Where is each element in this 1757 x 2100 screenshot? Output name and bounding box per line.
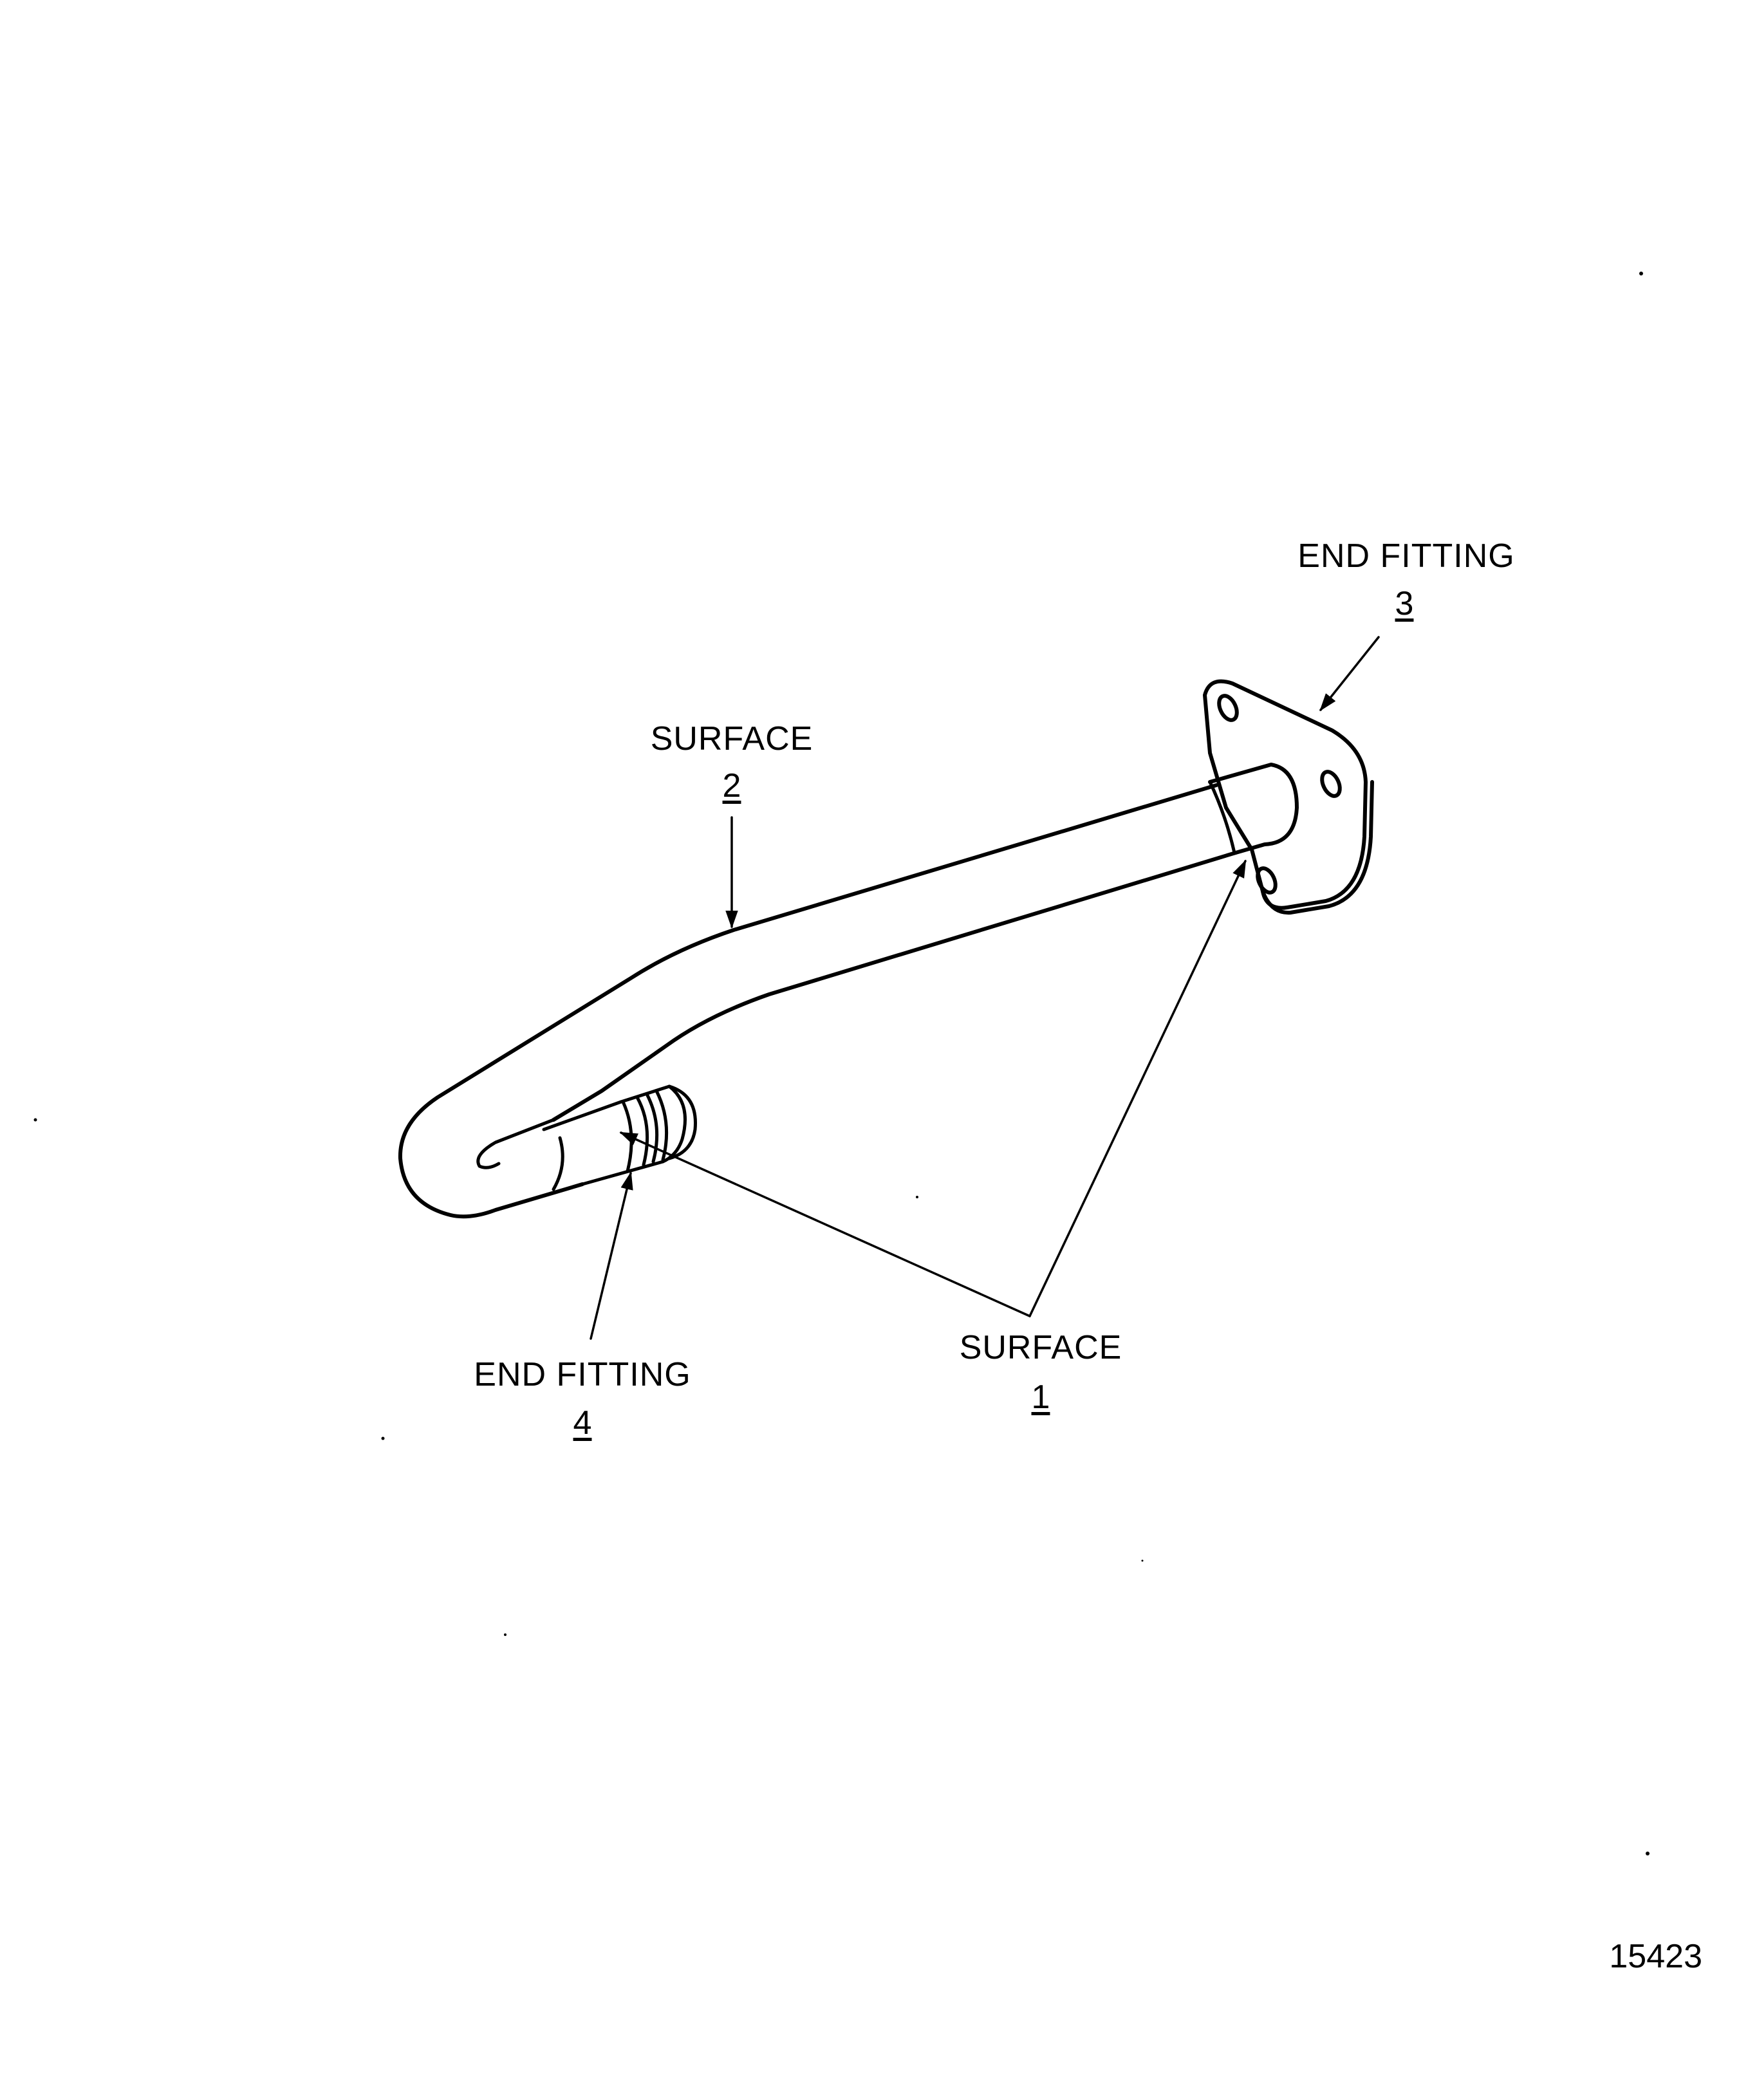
end-fitting-4-number: 4 [573,1404,592,1442]
leader-end-fitting-3 [1319,636,1380,712]
tube-upper-edge [398,783,1218,1219]
flange-plate [1203,679,1368,910]
leader-surface-1-right [1028,859,1247,1317]
end-fitting-3-label: END FITTING [1297,537,1515,575]
scan-specks [33,272,1650,1855]
tube [398,783,1238,1219]
surface-1-label: SURFACE [959,1329,1122,1366]
flange-thickness [1261,780,1374,915]
tube-inner-curl [476,1118,555,1169]
flange-hole-top-left [1217,694,1239,722]
tube-lower-edge [552,851,1238,1122]
flange-hole-right [1320,770,1342,798]
leader-end-fitting-4 [590,1171,633,1340]
surface-2-label: SURFACE [650,720,813,757]
surface-2-number: 2 [722,767,741,804]
end-fitting-4-label: END FITTING [474,1356,691,1393]
end-fitting-3-number: 3 [1395,585,1414,622]
flange-hole-bottom [1256,866,1278,895]
end-fitting-4-shape [542,1084,697,1191]
surface-1-number: 1 [1031,1379,1050,1416]
leader-lines [590,636,1380,1340]
figure-number: 15423 [1609,1938,1702,1975]
end-fitting-3-shape [1203,679,1374,915]
flange-boss [1208,763,1299,855]
leader-surface-1-left [619,1131,1031,1317]
